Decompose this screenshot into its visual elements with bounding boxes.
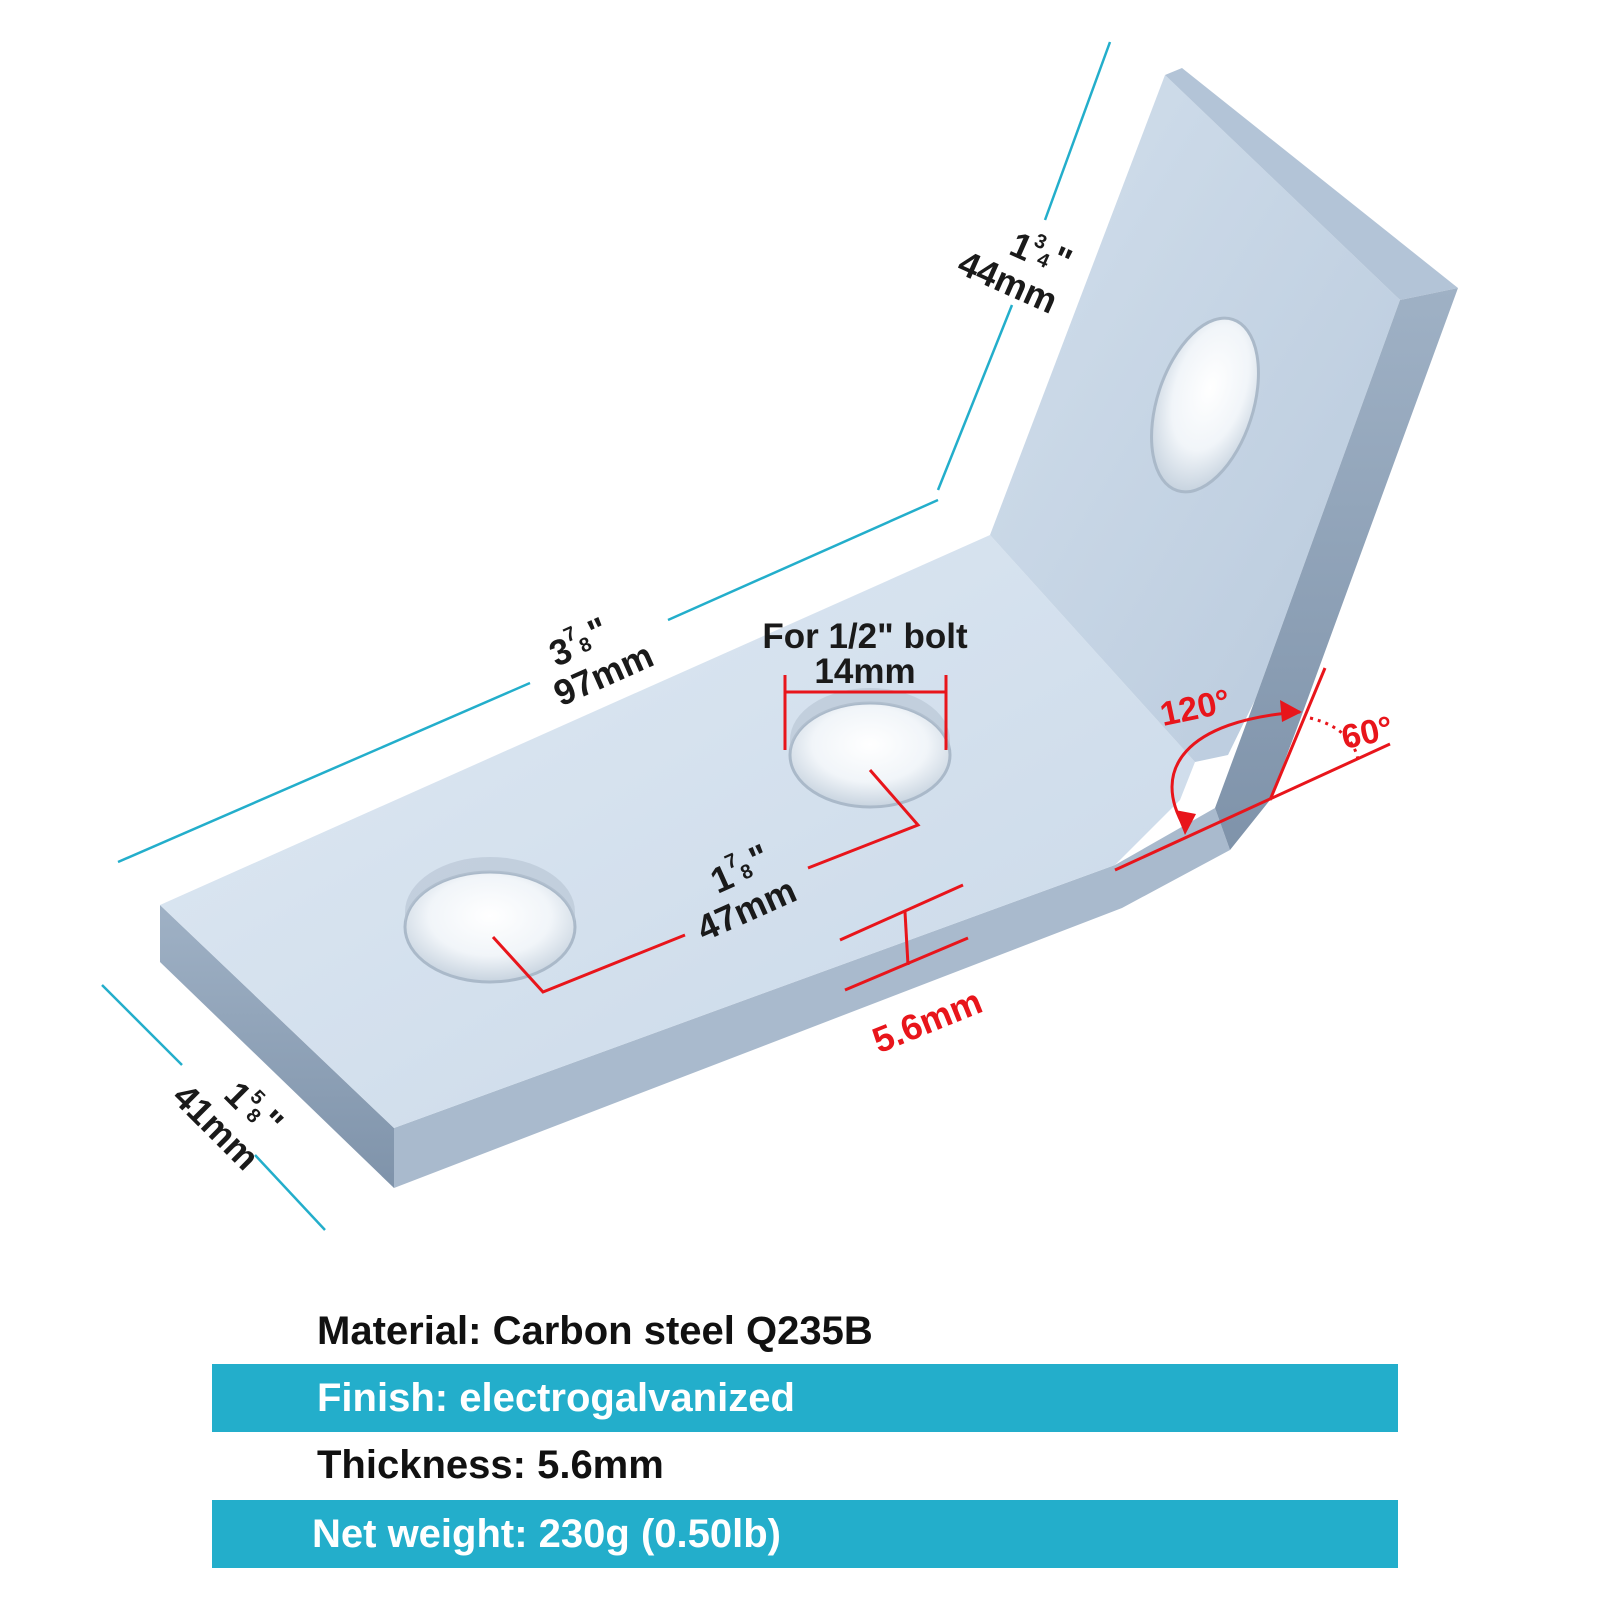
short-leg-inch-mark: " — [1046, 238, 1078, 282]
bolt-mm: 14mm — [814, 652, 915, 691]
hole-1 — [403, 870, 577, 984]
red-dimension-lines — [491, 667, 1391, 994]
spec-thickness: Thickness: 5.6mm — [317, 1443, 664, 1487]
dim-line-long-leg-b — [667, 498, 939, 622]
hole-3 — [1150, 316, 1260, 494]
angle-120-arc — [1170, 710, 1301, 829]
short-leg-top-edge — [1165, 68, 1458, 300]
angle-outer-group: 60° — [1338, 709, 1396, 757]
thickness-dim-top — [839, 883, 964, 942]
dim-line-long-leg-a — [117, 681, 531, 864]
dim-line-short-leg-a — [936, 304, 1014, 491]
angle-outer-label: 60° — [1338, 709, 1396, 757]
hole-spacing-dim-b — [807, 769, 921, 870]
short-leg-label: 1 3 4 " 44mm — [952, 223, 1078, 321]
spec-material: Material: Carbon steel Q235B — [317, 1309, 873, 1353]
steel-bracket — [160, 68, 1458, 1188]
long-leg-top-face — [160, 535, 1195, 1128]
angle-base-line — [1114, 742, 1391, 872]
hole-spacing-dim-a — [491, 933, 686, 994]
dim-line-width-b — [254, 1154, 326, 1231]
thickness-dim-mid — [903, 911, 910, 966]
dim-line-short-leg-b — [1043, 41, 1112, 221]
bolt-label: For 1/2" bolt — [762, 617, 968, 656]
spec-finish: Finish: electrogalvanized — [212, 1364, 1398, 1432]
teal-dimension-lines — [101, 41, 1112, 1231]
arc-arrow-bottom — [1175, 810, 1196, 835]
short-leg-side-edge — [1215, 288, 1458, 850]
angle-leg-line — [1268, 667, 1327, 801]
long-leg-edge — [160, 905, 394, 1188]
hole-2 — [788, 701, 952, 809]
spec-net-weight: Net weight: 230g (0.50lb) — [212, 1500, 1398, 1568]
angle-60-arc — [1309, 716, 1360, 761]
long-leg-front-edge — [394, 808, 1230, 1188]
dim-line-width-a — [101, 984, 183, 1066]
arc-arrow-top — [1280, 700, 1302, 722]
